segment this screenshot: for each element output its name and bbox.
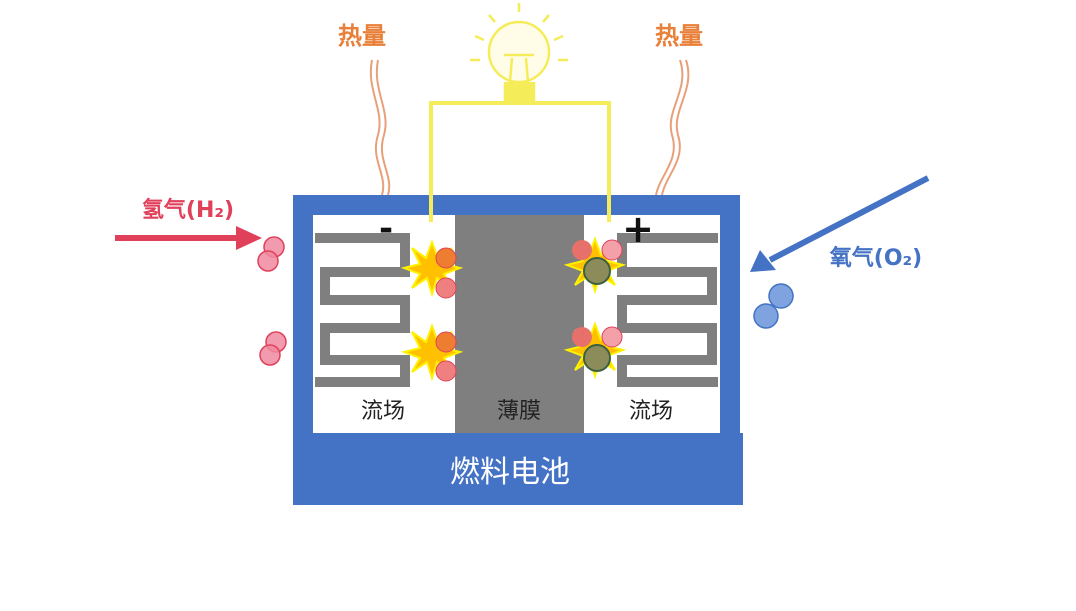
anode-reaction-top-icon: [403, 241, 461, 299]
fuel-cell-label: 燃料电池: [450, 455, 570, 490]
heat-label-left: 热量: [338, 22, 386, 50]
membrane: [455, 215, 584, 433]
light-bulb-icon: [470, 3, 568, 102]
hydrogen-label: 氢气(H₂): [142, 197, 234, 223]
flow-field-left-label: 流场: [361, 399, 405, 424]
cathode-reaction-bottom-icon: [566, 323, 624, 377]
positive-terminal-label: +: [622, 207, 654, 251]
flow-field-right-label: 流场: [629, 399, 673, 424]
flow-field-left-channel: [315, 233, 410, 387]
heat-wave-left-icon: [369, 59, 391, 196]
hydrogen-molecule-icon: [257, 236, 287, 366]
fuel-cell-base: [293, 433, 743, 505]
oxygen-molecule-icon: [753, 283, 794, 329]
oxygen-label: 氧气(O₂): [829, 245, 922, 271]
oxygen-arrow-icon: [750, 175, 930, 272]
hydrogen-arrow-icon: [115, 226, 262, 250]
anode-reaction-bottom-icon: [403, 325, 461, 382]
circuit-wire: [429, 101, 611, 218]
heat-wave-right-icon: [655, 59, 690, 196]
cathode-reaction-top-icon: [566, 238, 624, 292]
negative-terminal-label: -: [379, 209, 393, 249]
membrane-label: 薄膜: [497, 399, 541, 424]
heat-label-right: 热量: [655, 22, 703, 50]
